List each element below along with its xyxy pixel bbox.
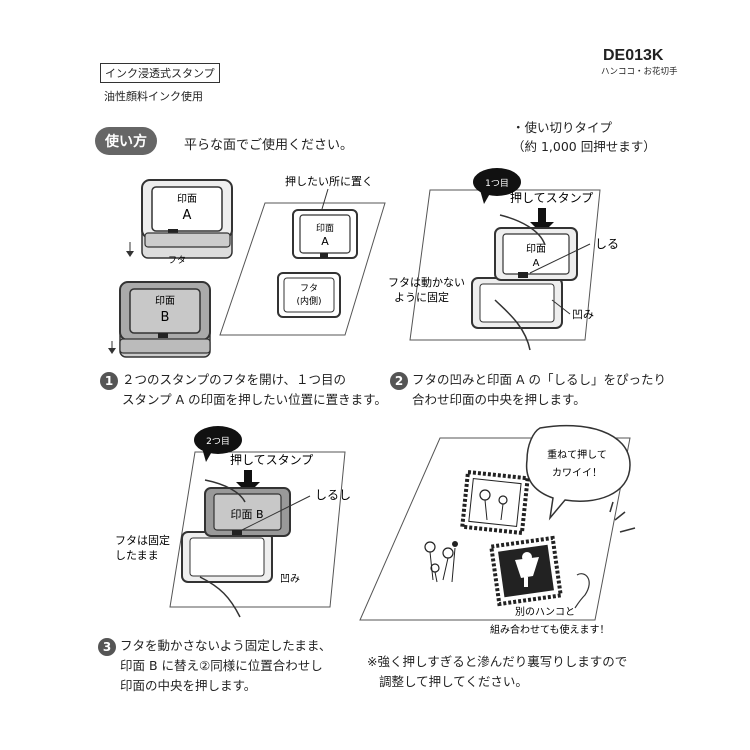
product-code: DE013K <box>603 47 664 64</box>
step1-bubble-text: 1つ目 <box>485 178 509 189</box>
stamp-b-letter: B <box>161 310 170 325</box>
step1-line2: スタンプ A の印面を押したい位置に置きます。 <box>122 392 387 407</box>
lid-inside-label: フタ <box>300 283 318 294</box>
combo-line1: 別のハンコと <box>515 606 575 618</box>
speech-line2: カワイイ！ <box>552 467 602 479</box>
caution-note: ※強く押しすぎると滲んだり裏写りしますので 調整して押してください。 <box>367 652 627 692</box>
stamp-a-illustration: 印面 A フタ <box>126 179 233 266</box>
ink-note: 油性顔料インク使用 <box>104 90 203 103</box>
step1-line1: ２つのスタンプのフタを開け、１つ目の <box>122 372 347 387</box>
step3-line1: フタを動かさないよう固定したまま、 <box>120 638 332 653</box>
stamp-a-face-label: 印面 <box>177 193 197 205</box>
stamp-a-letter-step2: A <box>533 258 540 269</box>
stamp-b-label-step3: 印面 B <box>230 508 263 521</box>
speech-line1: 重ねて押して <box>547 448 607 461</box>
product-name: ハンココ・お花切手 <box>601 67 678 77</box>
step1-bubble <box>473 168 521 196</box>
notch-label-step3: 凹み <box>280 574 300 585</box>
lid-inside-sub: (内側) <box>296 295 321 307</box>
placed-stamp-letter: A <box>321 235 329 248</box>
step2-number-icon: 2 <box>390 371 408 390</box>
press-label-step3: 押してスタンプ <box>230 453 313 467</box>
stamp-a-label-step2: 印面 <box>526 243 546 255</box>
parfait-stamp-print <box>489 535 563 607</box>
step1-text: 1 ２つのスタンプのフタを開け、１つ目の スタンプ A の印面を押したい位置に置き… <box>100 370 387 410</box>
usage-badge: 使い方 <box>95 127 157 155</box>
step2-bubble-text: 2つ目 <box>206 436 230 447</box>
stamp-a-letter: A <box>183 208 192 223</box>
figure-step3: 2つ目 押してスタンプ 印面 B しるし フタは固定 したまま 凹み <box>115 426 351 618</box>
figure-step1: 印面 A フタ 印面 B 押したい所に置く 印面 A フタ (内側) <box>108 174 386 358</box>
step3-line3: 印面の中央を押します。 <box>120 678 257 693</box>
fixed-label-step2-b: ように固定 <box>394 290 449 304</box>
figure-step2: 1つ目 押してスタンプ 印面 A しるし フタは動かない ように固定 凹み <box>388 168 620 351</box>
stamp-b-illustration: 印面 B <box>108 281 211 358</box>
fixed-label-step3-b: したまま <box>115 549 159 562</box>
fixed-label-step3: フタは固定 <box>115 533 170 547</box>
caution-line2: 調整して押してください。 <box>379 674 528 689</box>
mark-label-step2: しるし <box>595 237 620 251</box>
place-label: 押したい所に置く <box>285 174 373 188</box>
speech-bubble <box>525 424 631 521</box>
lid-label: フタ <box>168 255 186 266</box>
step3-text: 3 フタを動かさないよう固定したまま、 印面 B に替え②同様に位置合わせし 印面… <box>98 636 331 696</box>
usage-instruction: 平らな面でご使用ください。 <box>184 138 354 153</box>
caution-line1: ※強く押しすぎると滲んだり裏写りしますので <box>367 654 628 669</box>
product-type-label: インク浸透式スタンプ <box>100 63 220 83</box>
notch-label-step2: 凹み <box>572 308 594 321</box>
flower-stamp-print-2 <box>424 541 458 583</box>
step3-number-icon: 3 <box>98 637 116 656</box>
press-label-step2: 押してスタンプ <box>510 191 593 205</box>
figure-example: 重ねて押して カワイイ！ 別のハンコと 組み合わせても使えます！ <box>359 424 636 636</box>
fixed-label-step2: フタは動かない <box>388 275 465 289</box>
step1-number-icon: 1 <box>100 371 118 390</box>
step2-text: 2 フタの凹みと印面 A の「しるし」をぴったり 合わせ印面の中央を押します。 <box>390 370 666 410</box>
disposable-note: ・使い切りタイプ <box>512 120 613 135</box>
combo-line2: 組み合わせても使えます！ <box>490 623 610 636</box>
mark-label-step3: しるし <box>315 488 351 502</box>
press-count-note: （約 1,000 回押せます） <box>512 139 656 154</box>
step3-line2: 印面 B に替え②同様に位置合わせし <box>120 658 323 673</box>
stamp-b-face-label: 印面 <box>155 295 175 307</box>
step2-bubble <box>194 426 242 454</box>
step2-line1: フタの凹みと印面 A の「しるし」をぴったり <box>412 372 666 387</box>
step2-line2: 合わせ印面の中央を押します。 <box>412 392 586 407</box>
placed-stamp-label: 印面 <box>316 222 334 234</box>
